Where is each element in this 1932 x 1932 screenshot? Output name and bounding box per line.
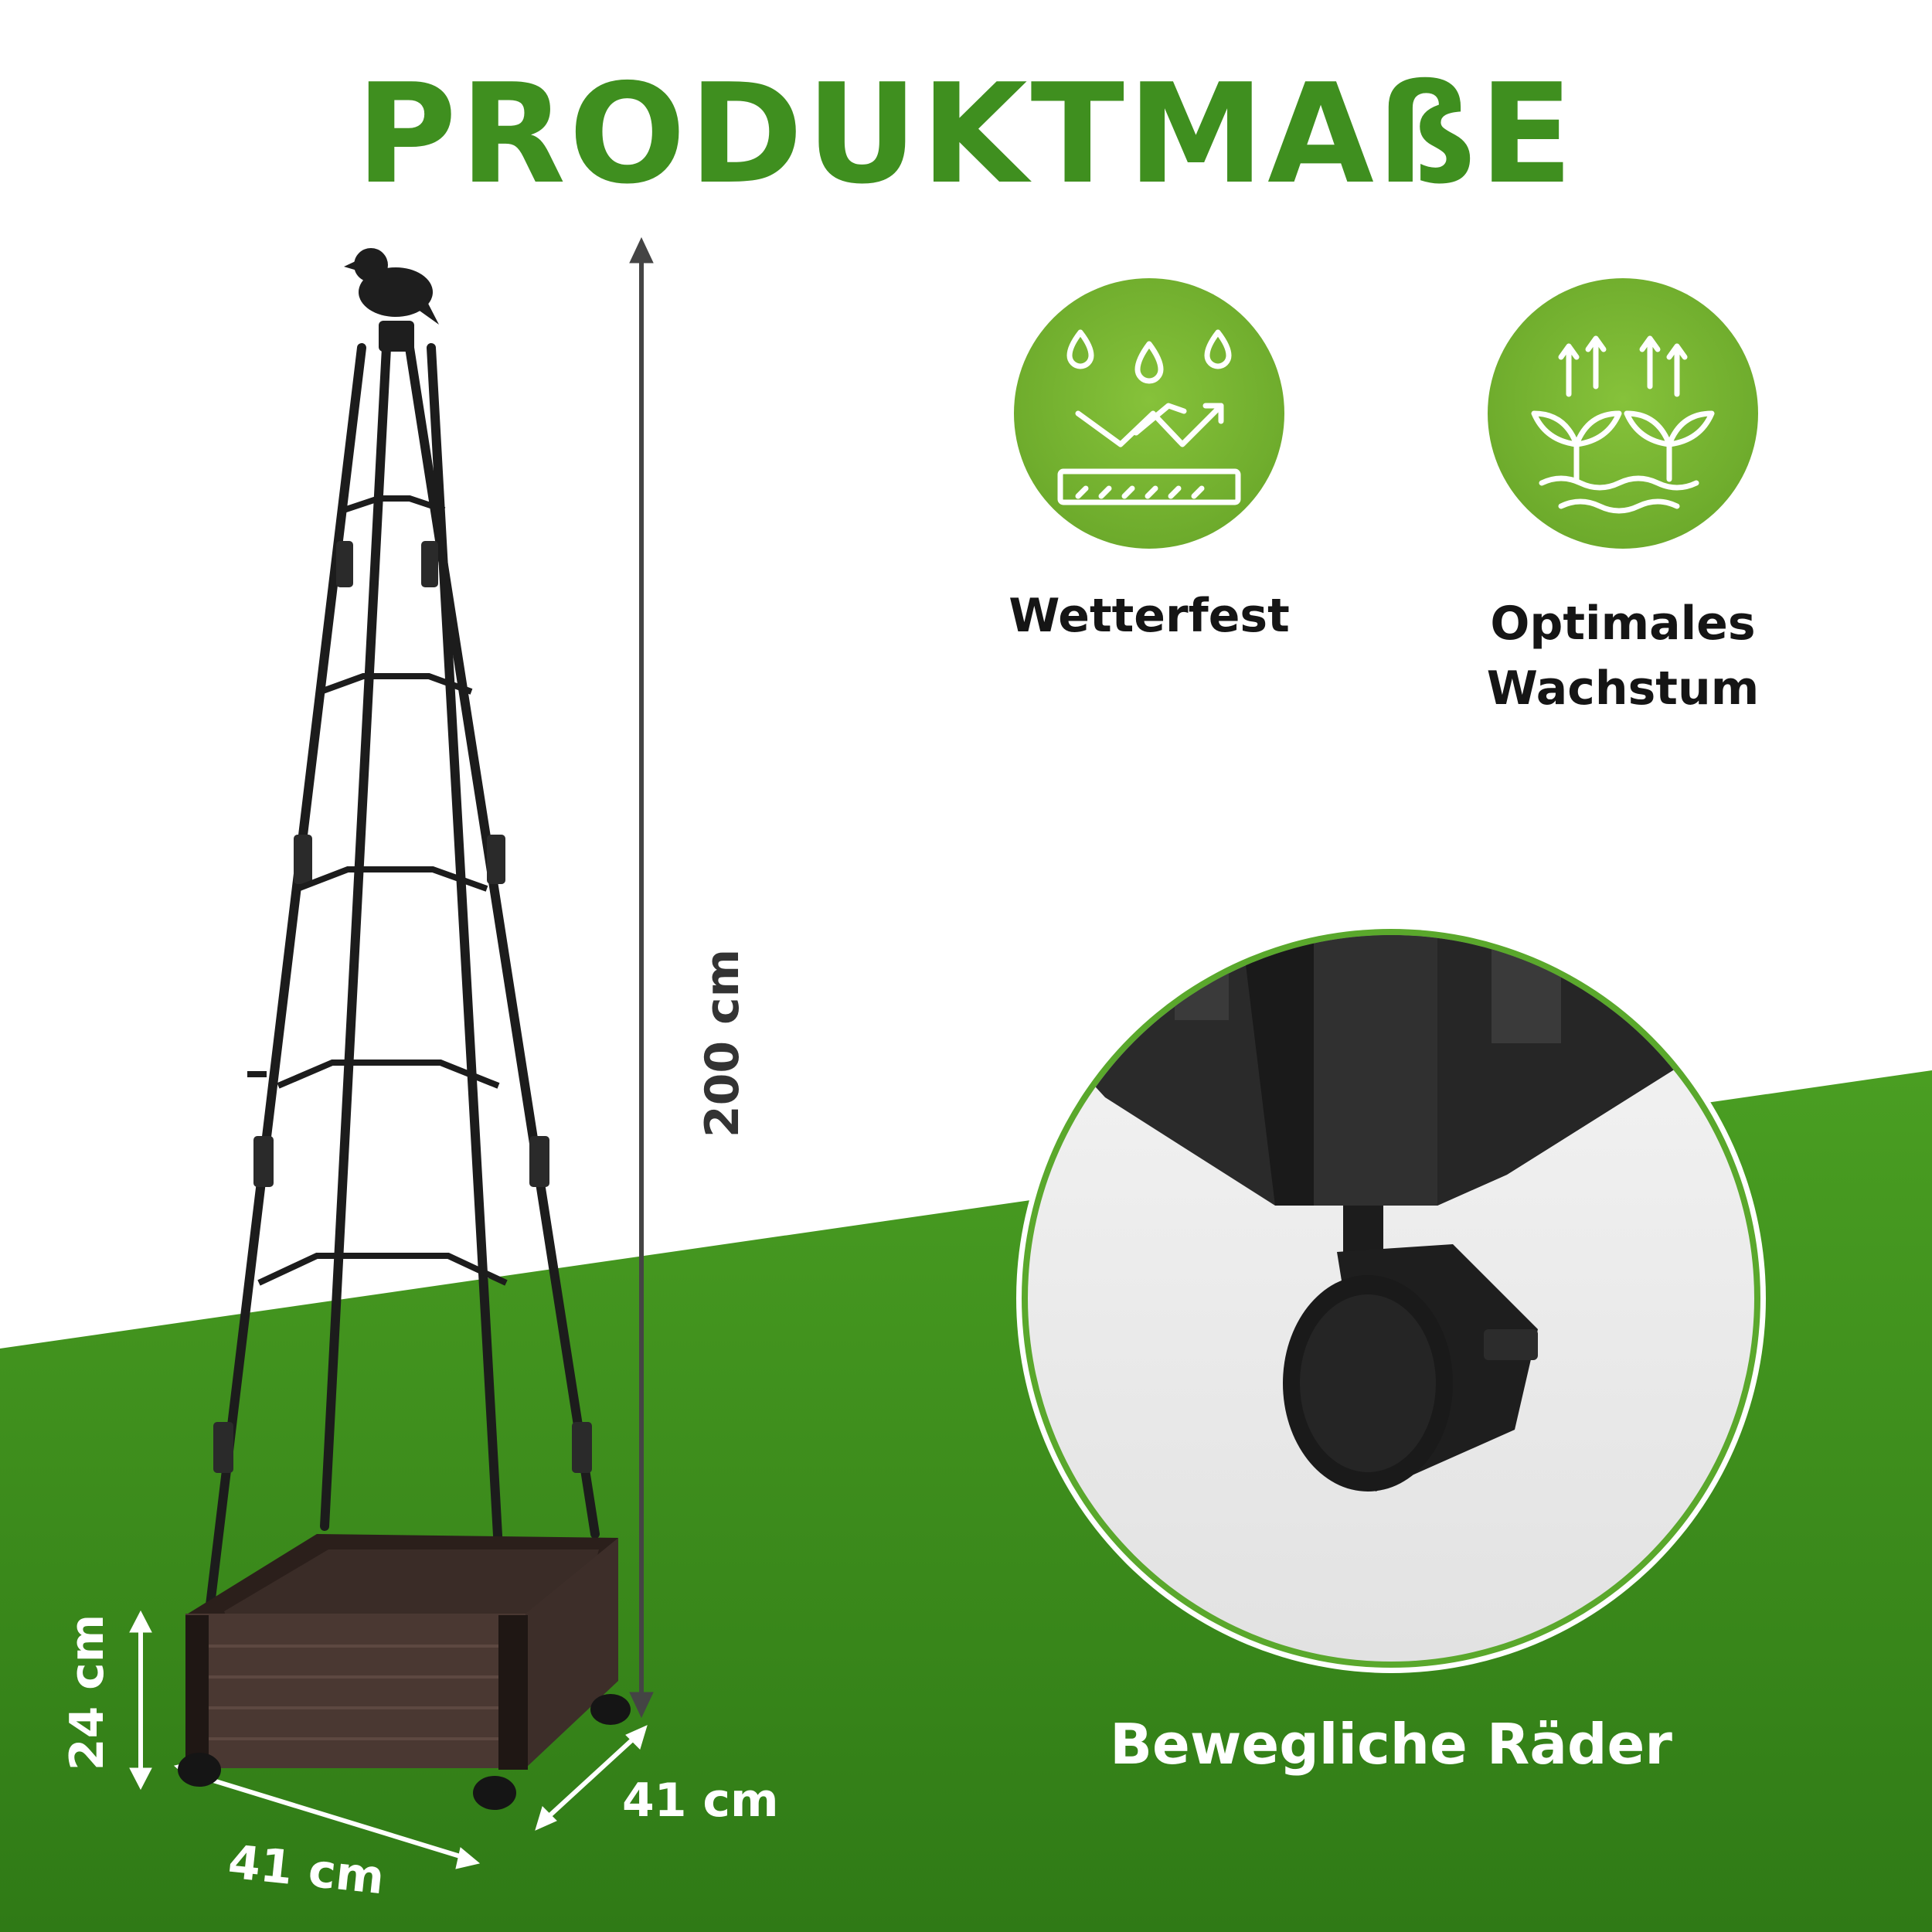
feature-label-growth-line1: Optimales bbox=[1490, 597, 1756, 651]
feature-label-growth-line2: Wachstum bbox=[1486, 662, 1760, 716]
caster-wheel-icon bbox=[1016, 923, 1766, 1673]
box-height-arrow bbox=[129, 1610, 152, 1791]
wheels-feature-label: Bewegliche Räder bbox=[1110, 1712, 1672, 1777]
feature-label-weatherproof: Wetterfest bbox=[1009, 589, 1290, 643]
height-dimension-label: 200 cm bbox=[696, 948, 750, 1138]
feature-label-growth: Optimales Wachstum bbox=[1453, 591, 1793, 721]
page-title: PRODUKTMAßE bbox=[355, 54, 1577, 214]
weather-resistant-icon bbox=[1006, 270, 1292, 556]
box-height-dimension-label: 24 cm bbox=[60, 1614, 114, 1771]
plant-growth-icon bbox=[1480, 270, 1766, 556]
depth-arrow bbox=[535, 1725, 648, 1831]
height-arrow bbox=[629, 236, 654, 1719]
obelisk-planter-illustration bbox=[178, 248, 631, 1810]
depth-dimension-label: 41 cm bbox=[622, 1774, 779, 1828]
